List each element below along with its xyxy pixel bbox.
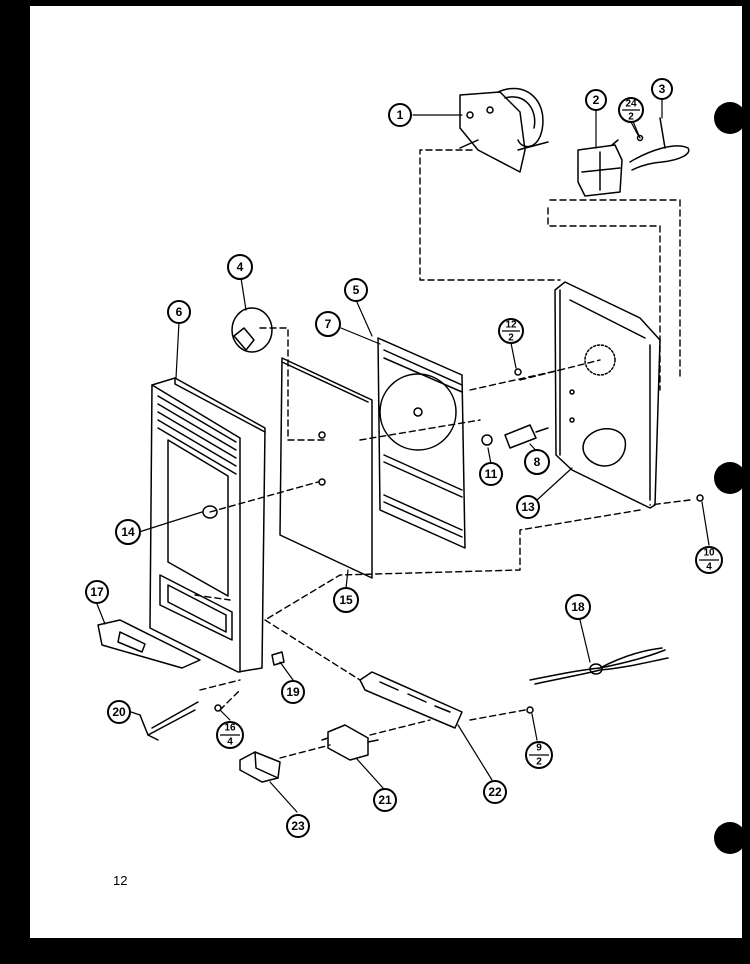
part-1-front-cover [149, 377, 266, 673]
part-10-screw [696, 494, 704, 502]
callout-23: 7 [315, 311, 341, 337]
callout-17: 20 [107, 700, 131, 724]
svg-text:2: 2 [536, 757, 542, 768]
part-4-motor-assembly [459, 87, 549, 173]
svg-text:1: 1 [397, 108, 404, 122]
svg-text:22: 22 [488, 785, 502, 799]
callout-20: 15 [333, 587, 359, 613]
callout-24-over-2: 24 2 [618, 97, 644, 123]
part-24-screw [636, 134, 644, 142]
part-16-screw [214, 704, 222, 712]
svg-text:4: 4 [227, 737, 233, 748]
svg-text:9: 9 [536, 743, 542, 754]
paper-sheet [30, 6, 742, 938]
part-22-bushing [481, 434, 493, 446]
part-7-switch-cap [239, 751, 281, 783]
callout-18: 19 [281, 680, 305, 704]
svg-text:19: 19 [286, 685, 300, 699]
svg-text:14: 14 [121, 525, 135, 539]
callout-4: 1 [388, 103, 412, 127]
callout-14: 8 [524, 449, 550, 475]
part-20-back-panel [279, 357, 373, 579]
fraction-callouts: 24 2 12 2 10 4 16 4 [216, 97, 723, 769]
svg-text:6: 6 [176, 305, 183, 319]
callout-21: 18 [565, 594, 591, 620]
svg-text:21: 21 [378, 793, 392, 807]
svg-text:4: 4 [706, 562, 712, 573]
part-14-capacitor [504, 424, 549, 449]
svg-text:8: 8 [534, 455, 541, 469]
part-2-inner-panel [377, 337, 466, 549]
svg-text:24: 24 [625, 99, 637, 110]
callout-9-over-2: 9 2 [525, 741, 553, 769]
svg-text:4: 4 [237, 260, 244, 274]
callout-15: 17 [85, 580, 109, 604]
part-3-switch-block [577, 139, 623, 197]
part-15-nameplate [97, 619, 201, 669]
svg-text:18: 18 [571, 600, 585, 614]
svg-text:12: 12 [505, 320, 517, 331]
callout-1: 6 [167, 300, 191, 324]
callout-10-over-4: 10 4 [695, 546, 723, 574]
binder-holes [714, 102, 746, 854]
callout-2: 5 [344, 278, 368, 302]
svg-text:2: 2 [628, 112, 634, 123]
part-13-knob [231, 307, 273, 353]
part-8-bottom-rail [359, 671, 463, 729]
callout-22: 11 [479, 462, 503, 486]
svg-text:5: 5 [353, 283, 360, 297]
svg-text:20: 20 [112, 705, 126, 719]
svg-text:11: 11 [485, 467, 498, 481]
leader-lines [96, 99, 710, 813]
svg-text:17: 17 [90, 585, 104, 599]
part-9-screw [526, 706, 534, 714]
part-17-allen-key [139, 701, 199, 741]
part-6-switch [321, 724, 379, 761]
svg-text:13: 13 [521, 500, 535, 514]
svg-text:15: 15 [339, 593, 353, 607]
svg-text:10: 10 [703, 548, 715, 559]
part-12-screw [514, 368, 522, 376]
part-11-mounting-plate [554, 281, 661, 509]
svg-text:7: 7 [325, 317, 332, 331]
callout-6: 21 [373, 788, 397, 812]
part-18-clip [271, 651, 285, 666]
page-number: 12 [113, 873, 128, 888]
callout-3: 2 [585, 89, 607, 111]
part-21-wire-harness [529, 647, 669, 685]
svg-text:3: 3 [659, 82, 666, 96]
callout-19: 14 [115, 519, 141, 545]
assembly-guide-lines [194, 149, 691, 759]
callout-8: 22 [483, 780, 507, 804]
callout-5: 3 [651, 78, 673, 100]
callout-12-over-2: 12 2 [498, 318, 524, 344]
svg-text:2: 2 [508, 333, 514, 344]
part-5-wire-clip [629, 117, 690, 171]
svg-text:2: 2 [593, 93, 600, 107]
callout-markers: 1 2 3 4 5 6 7 8 11 13 14 15 17 18 19 20 … [85, 78, 673, 838]
callout-7: 23 [286, 814, 310, 838]
svg-text:16: 16 [224, 723, 236, 734]
callout-11: 13 [516, 495, 540, 519]
callout-16-over-4: 16 4 [216, 721, 244, 749]
callout-13: 4 [227, 254, 253, 280]
svg-text:23: 23 [291, 819, 305, 833]
